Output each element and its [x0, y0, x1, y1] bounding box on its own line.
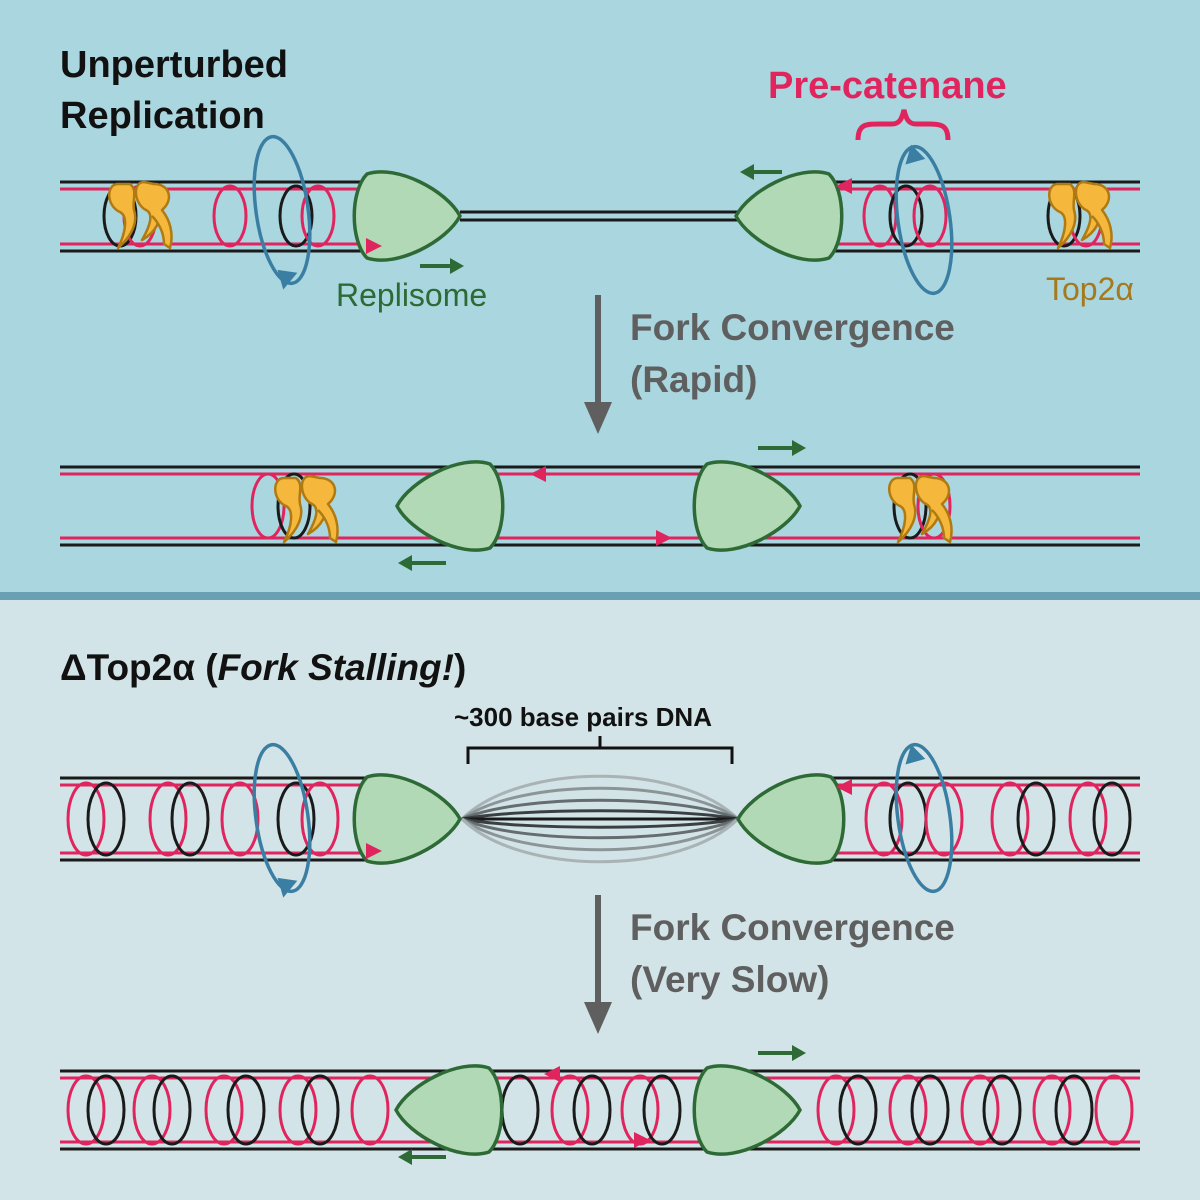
- rotation-arrow-icon: [894, 742, 954, 894]
- panel-divider: [0, 592, 1200, 600]
- strand-arrow-icon: [836, 779, 852, 795]
- strand-arrow-icon: [366, 238, 382, 254]
- strand-arrow-icon: [634, 1132, 650, 1148]
- direction-arrow-icon: [398, 1149, 446, 1165]
- stalled-dna-fan: [460, 774, 740, 864]
- bottom-title: ΔTop2α (Fork Stalling!): [60, 647, 466, 688]
- bottom-step-line2: (Very Slow): [630, 959, 829, 1000]
- rotation-arrow-icon: [894, 144, 954, 296]
- step-arrow-icon: [584, 895, 612, 1034]
- strand-arrow-icon: [530, 466, 546, 482]
- bottom-row2-dna: [60, 1069, 1140, 1151]
- bottom-step-line1: Fork Convergence: [630, 907, 955, 948]
- top-step-line2: (Rapid): [630, 359, 757, 400]
- top-title-line1: Unperturbed: [60, 44, 288, 86]
- top-step-line1: Fork Convergence: [630, 307, 955, 348]
- strand-arrow-icon: [836, 178, 852, 194]
- direction-arrow-icon: [758, 1045, 806, 1061]
- step-arrow-icon: [584, 295, 612, 434]
- precatenane-brace: [855, 109, 951, 141]
- direction-arrow-icon: [740, 164, 782, 180]
- strand-arrow-icon: [544, 1066, 560, 1082]
- direction-arrow-icon: [758, 440, 806, 456]
- dna-length-bracket: [466, 736, 734, 764]
- rotation-arrow-icon: [252, 742, 312, 898]
- top-row2-dna: [60, 465, 1140, 547]
- replisome-label: Replisome: [336, 277, 487, 313]
- bottom-title-suffix: ): [454, 647, 466, 688]
- rotation-arrow-icon: [252, 134, 312, 290]
- dna-length-label: ~300 base pairs DNA: [454, 702, 712, 732]
- top2a-label: Top2α: [1046, 271, 1134, 307]
- bottom-title-italic: Fork Stalling!: [218, 647, 454, 688]
- bottom-row1-dna: [60, 776, 1140, 862]
- top-title-line2: Replication: [60, 95, 265, 137]
- strand-arrow-icon: [656, 530, 672, 546]
- direction-arrow-icon: [398, 555, 446, 571]
- strand-arrow-icon: [366, 843, 382, 859]
- bottom-title-prefix: ΔTop2α (: [60, 647, 218, 688]
- direction-arrow-icon: [420, 258, 464, 274]
- precatenane-label: Pre-catenane: [768, 65, 1007, 107]
